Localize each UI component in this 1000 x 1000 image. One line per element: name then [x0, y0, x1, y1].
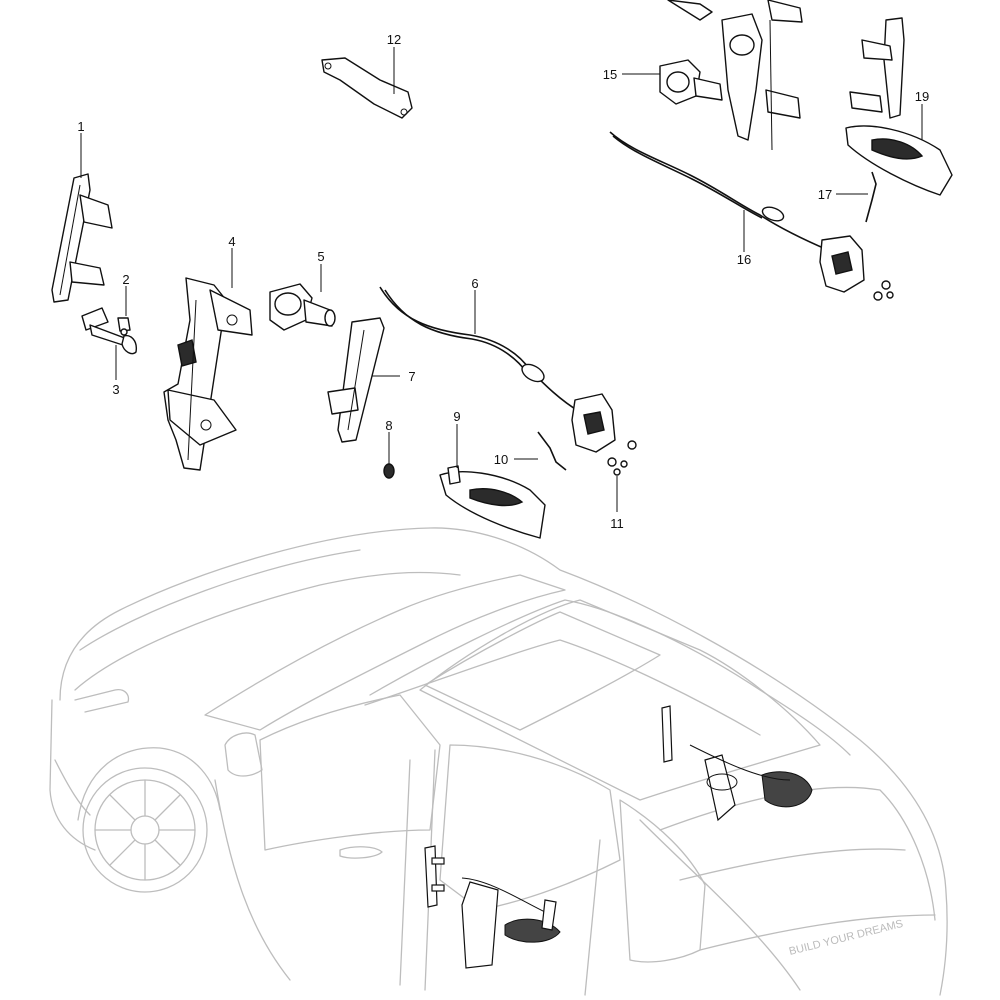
part-door-latch-cable-front — [379, 286, 637, 468]
callout-5: 5 — [317, 249, 324, 264]
part-rear-window-guide — [327, 317, 385, 443]
car-outline: BUILD YOUR DREAMS — [49, 527, 948, 996]
part-rod-rear — [865, 171, 877, 223]
part-latch-screws — [613, 468, 621, 476]
car-badge-text: BUILD YOUR DREAMS — [788, 918, 905, 958]
part-door-guide-rail — [51, 173, 113, 303]
callout-1: 1 — [77, 119, 84, 134]
leader-lines — [80, 47, 923, 512]
part-outer-door-handle-rear — [845, 17, 953, 196]
callout-6: 6 — [471, 276, 478, 291]
callout-19: 19 — [915, 89, 929, 104]
callout-8: 8 — [385, 418, 392, 433]
callout-15: 15 — [603, 67, 617, 82]
part-mounting-bracket — [321, 57, 413, 119]
callout-labels: 1 2 3 4 5 6 7 8 9 10 11 12 15 16 17 19 — [77, 32, 929, 531]
callout-12: 12 — [387, 32, 401, 47]
part-window-regulator-motor-front — [269, 283, 336, 331]
part-small-clip — [383, 463, 395, 479]
parts-on-car — [424, 705, 813, 969]
part-door-latch-cable-rear — [609, 131, 894, 301]
callout-17: 17 — [818, 187, 832, 202]
callout-2: 2 — [122, 272, 129, 287]
callout-4: 4 — [228, 234, 235, 249]
part-handle-rod — [537, 431, 567, 471]
callout-11: 11 — [610, 516, 624, 531]
callout-10: 10 — [494, 452, 508, 467]
part-window-regulator-front — [163, 277, 253, 471]
part-outer-door-handle-front — [439, 465, 546, 539]
part-window-regulator-motor-rear — [659, 0, 803, 151]
callout-9: 9 — [453, 409, 460, 424]
callout-16: 16 — [737, 252, 751, 267]
part-hinge-bolt — [117, 317, 131, 336]
part-door-check-strap — [81, 307, 138, 355]
callout-3: 3 — [112, 382, 119, 397]
callout-7: 7 — [408, 369, 415, 384]
